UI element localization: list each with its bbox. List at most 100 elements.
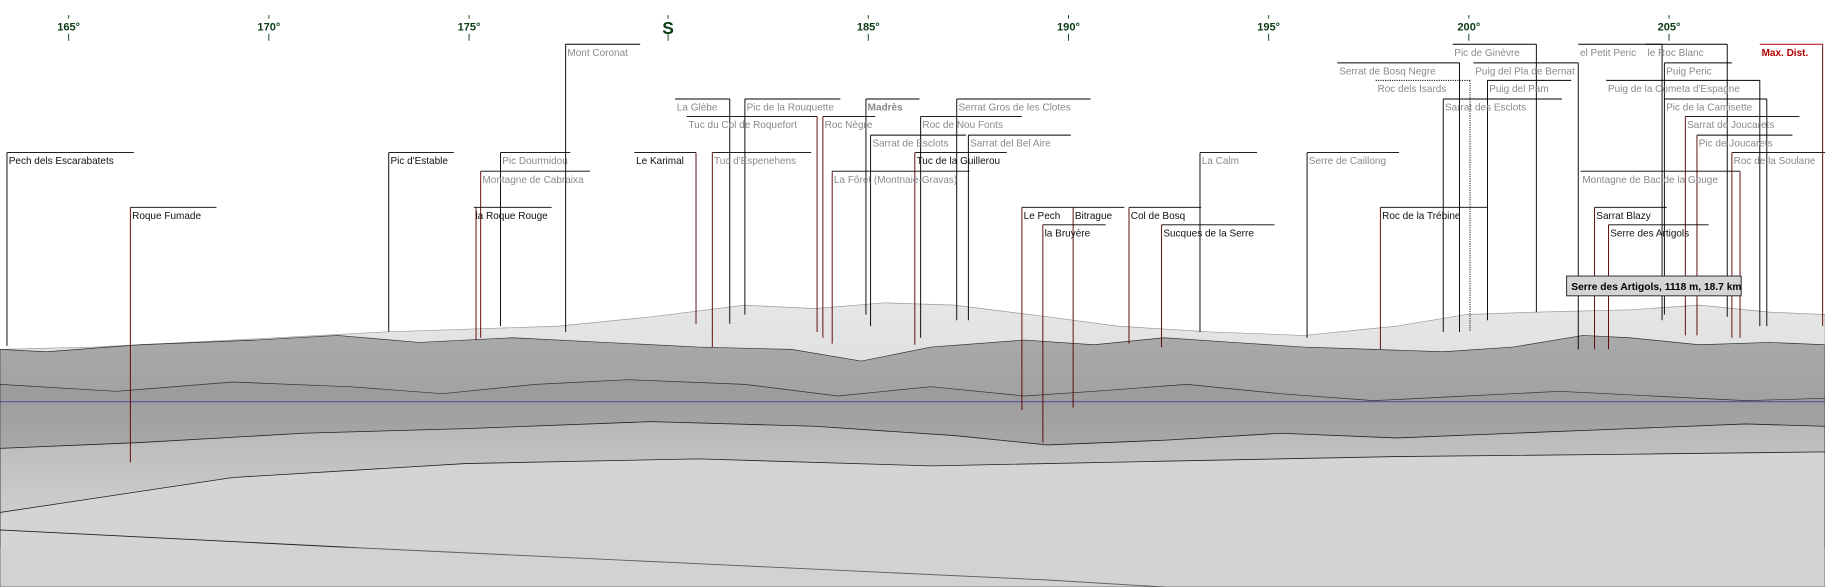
peak-name: Pic de Ginèvre (1454, 48, 1520, 59)
peak-label-montagne-de-cabraixa[interactable]: Montagne de Cabraixa (480, 170, 591, 338)
bearing-label: 175° (458, 21, 481, 33)
bearing-label: 165° (57, 21, 80, 33)
bearing-label: 185° (857, 21, 880, 33)
peak-label-pic-de-joucarets[interactable]: Pic de Joucarets (1696, 134, 1793, 336)
peak-name: Puig de la Cometa d'Espagne (1608, 84, 1740, 95)
peak-name: Pic de Joucarets (1699, 139, 1773, 150)
peak-name: Roc de la Trébine (1382, 211, 1461, 222)
peak-label-madres[interactable]: Madrès (865, 98, 920, 315)
peak-name: La Glèbe (677, 103, 718, 114)
peak-name: Serre de Caillong (1309, 156, 1386, 167)
peak-name: La Calm (1202, 156, 1239, 167)
peak-name: el Petit Peric (1580, 48, 1636, 59)
peak-label-la-roque-rouge[interactable]: la Roque Rouge (473, 206, 552, 341)
peak-label-la-glebe[interactable]: La Glèbe (675, 98, 731, 324)
bearing-label: 190° (1057, 21, 1080, 33)
ground-ridge-line (0, 529, 1164, 587)
peak-label-serre-de-caillong[interactable]: Serre de Caillong (1306, 152, 1400, 338)
peak-name: Sucques de la Serre (1163, 228, 1254, 239)
peak-label-sarrat-des-esclots[interactable]: Sarrat des Esclots (1442, 98, 1562, 332)
peak-label-serrat-de-bosq-negre[interactable]: Serrat de Bosq Negre (1337, 62, 1461, 332)
peak-label-puig-del-pam[interactable]: Puig del Pam (1487, 79, 1572, 321)
peak-label-max-dist[interactable]: Max. Dist. (1759, 43, 1824, 327)
peak-name: Puig del Pla de Bernat (1475, 67, 1575, 78)
peak-label-la-foret-montnaie-gravas[interactable]: La Fôret (Montnaie-Gravas) (831, 170, 970, 344)
peak-name: la Roque Rouge (475, 211, 548, 222)
terrain (0, 302, 1825, 587)
peak-name: Pic Dourmidou (502, 156, 568, 167)
peak-name: Serrat de Bosq Negre (1339, 67, 1436, 78)
peak-name: Sarrat de Joucarets (1687, 120, 1774, 131)
peak-label-pic-d-estable[interactable]: Pic d'Estable (388, 152, 454, 332)
peak-name: Pech dels Escarabatets (9, 156, 114, 167)
peak-label-pic-de-la-rouquette[interactable]: Pic de la Rouquette (744, 98, 841, 315)
bearing-label: 195° (1257, 21, 1280, 33)
peak-name: Tuc du Col de Roquefort (688, 120, 797, 131)
peak-label-tuc-du-col-de-roquefort[interactable]: Tuc du Col de Roquefort (686, 116, 818, 332)
peak-label-roque-fumade[interactable]: Roque Fumade (129, 206, 217, 463)
peak-label-sucques-de-la-serre[interactable]: Sucques de la Serre (1161, 224, 1275, 348)
peak-label-roc-de-la-soulane[interactable]: Roc de la Soulane (1731, 152, 1825, 338)
peak-name: Montagne de Cabraixa (482, 175, 584, 186)
peak-name: le Roc Blanc (1648, 48, 1704, 59)
peak-label-puig-de-la-cometa-d-espagne[interactable]: Puig de la Cometa d'Espagne (1606, 79, 1761, 327)
tooltip-text: Serre des Artigols, 1118 m, 18.7 km (1571, 282, 1741, 293)
bearing-label: 205° (1658, 21, 1681, 33)
peak-label-puig-peric[interactable]: Puig Peric (1663, 62, 1732, 315)
peak-name: Madrès (868, 103, 903, 114)
peak-label-pic-de-ginevre[interactable]: Pic de Ginèvre (1452, 43, 1537, 313)
peak-label-sarrat-de-joucarets[interactable]: Sarrat de Joucarets (1684, 116, 1800, 336)
peak-label-bitrague[interactable]: Bitrague (1072, 206, 1125, 408)
peak-name: la Bruyère (1045, 228, 1091, 239)
ground-strip (0, 547, 1825, 587)
peak-name: Max. Dist. (1762, 48, 1809, 59)
peak-name: Sarrat Blazy (1596, 211, 1650, 222)
peak-name: Sarrat des Esclots (1445, 103, 1526, 114)
bearing-label: 200° (1457, 21, 1480, 33)
peak-name: Col de Bosq (1131, 211, 1185, 222)
peak-label-le-roc-blanc[interactable]: le Roc Blanc (1645, 43, 1728, 317)
peak-label-roc-negre[interactable]: Roc Nègre (822, 116, 876, 338)
peak-label-le-pech[interactable]: Le Pech (1021, 206, 1074, 410)
peak-label-le-karimal[interactable]: Le Karimal (634, 152, 697, 324)
compass-south-label: S (662, 18, 674, 38)
tooltip: Serre des Artigols, 1118 m, 18.7 km (1566, 275, 1742, 297)
peak-name: Puig del Pam (1489, 84, 1548, 95)
peak-label-roc-de-la-trebine[interactable]: Roc de la Trébine (1379, 206, 1488, 350)
peak-name: Sarrat de Esclots (872, 139, 948, 150)
peak-label-sarrat-del-bel-aire[interactable]: Sarrat del Bel Aire (967, 134, 1071, 321)
peak-label-la-calm[interactable]: La Calm (1199, 152, 1258, 332)
peak-name: Pic d'Estable (390, 156, 448, 167)
peak-name: Tuc d'Espenehens (714, 156, 796, 167)
peak-label-serrat-gros-de-les-clotes[interactable]: Serrat Gros de les Clotes (956, 98, 1091, 321)
peak-name: Roc de Nou Fonts (922, 120, 1003, 131)
peak-label-montagne-de-bac-de-la-gouge[interactable]: Montagne de Bac de la Gouge (1580, 170, 1741, 338)
peak-label-mont-coronat[interactable]: Mont Coronat (565, 43, 641, 332)
peak-name: Serrat Gros de les Clotes (958, 103, 1070, 114)
peak-label-col-de-bosq[interactable]: Col de Bosq (1128, 206, 1202, 344)
peak-name: Roc de la Soulane (1734, 156, 1816, 167)
peak-label-la-bruyere[interactable]: la Bruyère (1042, 224, 1106, 443)
peak-label-roc-dels-isards[interactable]: Roc dels Isards (1375, 79, 1471, 332)
peak-name: Roque Fumade (132, 211, 201, 222)
foreground-slope (0, 451, 1825, 587)
peak-label-roc-de-nou-fonts[interactable]: Roc de Nou Fonts (920, 116, 1022, 338)
peak-name: Pic de la Rouquette (747, 103, 835, 114)
peak-name: Bitrague (1075, 211, 1113, 222)
peak-label-pech-dels-escarabatets[interactable]: Pech dels Escarabatets (6, 152, 134, 346)
peak-name: Sarrat del Bel Aire (970, 139, 1051, 150)
peak-label-tuc-de-la-guillerou[interactable]: Tuc de la Guillerou (914, 152, 1007, 345)
peak-name: Roc dels Isards (1377, 84, 1446, 95)
peak-label-pic-de-la-camisette[interactable]: Pic de la Camisette (1664, 98, 1768, 327)
peak-label-sarrat-de-esclots[interactable]: Sarrat de Esclots (870, 134, 967, 327)
peak-name: Puig Peric (1666, 67, 1712, 78)
peak-label-pic-dourmidou[interactable]: Pic Dourmidou (500, 152, 571, 327)
peak-label-tuc-d-espenehens[interactable]: Tuc d'Espenehens (711, 152, 812, 348)
peak-label-puig-del-pla-de-bernat[interactable]: Puig del Pla de Bernat (1473, 62, 1579, 350)
peak-name: Pic de la Camisette (1666, 103, 1753, 114)
peak-name: Serre des Artigols (1610, 228, 1689, 239)
